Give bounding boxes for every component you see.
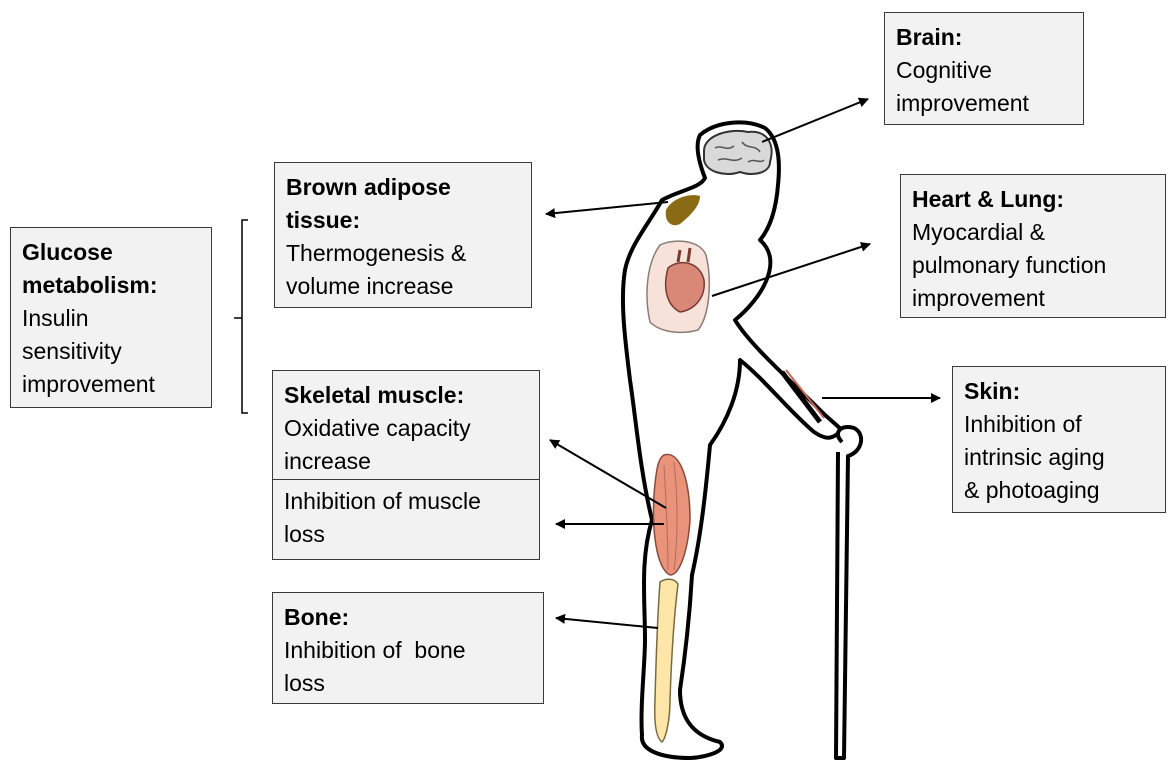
skeletal-muscle-line-3: Inhibition of muscle xyxy=(284,485,528,518)
heart-lung-line-3: improvement xyxy=(912,282,1154,315)
brain-line-1: Cognitive xyxy=(896,54,1072,87)
skin-line-1: Inhibition of xyxy=(964,408,1154,441)
glucose-metabolism-box: Glucose metabolism: Insulin sensitivity … xyxy=(10,227,212,408)
arrow-brown-adipose xyxy=(546,202,668,214)
heart-lung-title: Heart & Lung: xyxy=(912,183,1154,216)
skeletal-muscle-line-4: loss xyxy=(284,518,528,551)
brown-adipose-line-2: volume increase xyxy=(286,270,520,303)
brown-adipose-title-1: Brown adipose xyxy=(286,171,520,204)
skeletal-muscle-line-2: increase xyxy=(284,445,528,478)
brain-icon xyxy=(704,131,772,174)
skin-box: Skin: Inhibition of intrinsic aging & ph… xyxy=(952,366,1166,513)
skin-title: Skin: xyxy=(964,375,1154,408)
brown-adipose-box: Brown adipose tissue: Thermogenesis & vo… xyxy=(274,162,532,308)
arrow-brain xyxy=(762,99,868,142)
bone-line-1: Inhibition of bone xyxy=(284,634,532,667)
glucose-title-1: Glucose xyxy=(22,236,200,269)
skeletal-muscle-line-1: Oxidative capacity xyxy=(284,412,528,445)
glucose-title-2: metabolism: xyxy=(22,269,200,302)
bone-line-2: loss xyxy=(284,667,532,700)
skeletal-muscle-box: Skeletal muscle: Oxidative capacity incr… xyxy=(272,370,540,560)
skin-line-3: & photoaging xyxy=(964,474,1154,507)
skeletal-muscle-title: Skeletal muscle: xyxy=(284,379,528,412)
heart-lung-box: Heart & Lung: Myocardial & pulmonary fun… xyxy=(900,174,1166,318)
heart-lung-line-2: pulmonary function xyxy=(912,249,1154,282)
lung-heart-icon xyxy=(647,241,709,332)
brown-adipose-line-1: Thermogenesis & xyxy=(286,237,520,270)
glucose-line-3: improvement xyxy=(22,368,200,401)
brain-title: Brain: xyxy=(896,21,1072,54)
brown-adipose-title-2: tissue: xyxy=(286,204,520,237)
bone-title: Bone: xyxy=(284,601,532,634)
glucose-bracket xyxy=(234,220,248,413)
heart-lung-line-1: Myocardial & xyxy=(912,216,1154,249)
glucose-line-2: sensitivity xyxy=(22,335,200,368)
brain-box: Brain: Cognitive improvement xyxy=(884,12,1084,125)
brain-line-2: improvement xyxy=(896,87,1072,120)
skeletal-muscle-divider xyxy=(273,479,539,480)
bone-box: Bone: Inhibition of bone loss xyxy=(272,592,544,704)
cane-icon xyxy=(836,427,861,758)
skin-line-2: intrinsic aging xyxy=(964,441,1154,474)
glucose-line-1: Insulin xyxy=(22,302,200,335)
